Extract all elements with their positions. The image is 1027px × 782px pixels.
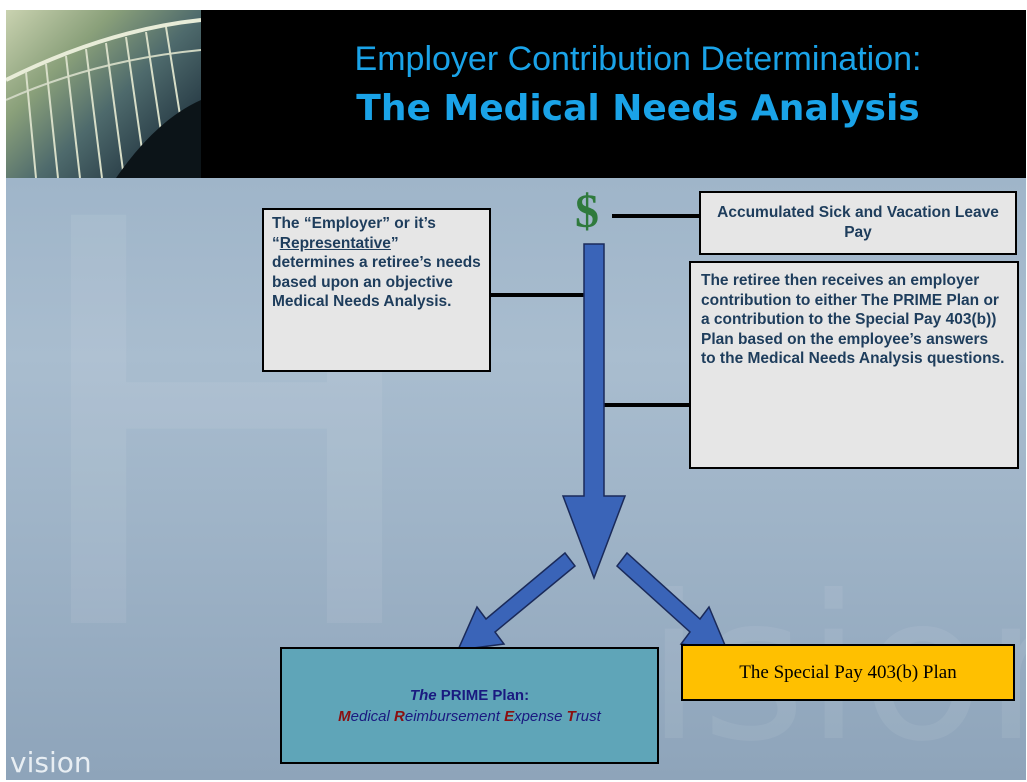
- left-box-rest: determines a retiree’s needs based upon …: [272, 254, 481, 310]
- prime-m: M: [338, 707, 351, 725]
- prime-r-rest: eimbursement: [404, 707, 505, 725]
- retiree-contribution-box: The retiree then receives an employer co…: [689, 261, 1019, 469]
- bridge-photo: [6, 10, 201, 178]
- sick-vacation-box: Accumulated Sick and Vacation Leave Pay: [699, 191, 1017, 255]
- main-down-arrow: [561, 243, 627, 581]
- left-box-line1: The “Employer” or it’s: [272, 215, 436, 232]
- prime-t: T: [566, 707, 576, 725]
- employer-representative-box: The “Employer” or it’s “Representative” …: [262, 208, 491, 372]
- left-box-open-quote: “: [272, 234, 280, 252]
- prime-t-rest: rust: [575, 707, 601, 725]
- header-bar: Employer Contribution Determination: The…: [6, 10, 1026, 178]
- dollar-symbol: $: [575, 185, 599, 238]
- prime-the: The: [409, 686, 437, 704]
- left-box-close-quote: ”: [390, 234, 399, 252]
- representative-underlined: Representative: [279, 234, 391, 252]
- prime-e-rest: xpense: [514, 707, 567, 725]
- title-line-1: Employer Contribution Determination:: [354, 40, 922, 78]
- left-diagonal-arrow: [456, 551, 577, 651]
- special-pay-plan-box: The Special Pay 403(b) Plan: [681, 644, 1015, 701]
- prime-plan-subtitle: Medical Reimbursement Expense Trust: [282, 706, 657, 727]
- title-line-2: The Medical Needs Analysis: [356, 88, 920, 129]
- prime-plan-title: The PRIME Plan:: [282, 685, 657, 706]
- prime-m-rest: edical: [350, 707, 395, 725]
- prime-title-rest: PRIME Plan:: [436, 686, 530, 704]
- prime-r: R: [394, 707, 405, 725]
- footer-vision-label: vision: [10, 746, 92, 779]
- bridge-railing-graphic: [6, 18, 201, 178]
- prime-e: E: [504, 707, 515, 725]
- prime-plan-box: The PRIME Plan: Medical Reimbursement Ex…: [280, 647, 659, 764]
- right-diagonal-arrow: [615, 551, 729, 651]
